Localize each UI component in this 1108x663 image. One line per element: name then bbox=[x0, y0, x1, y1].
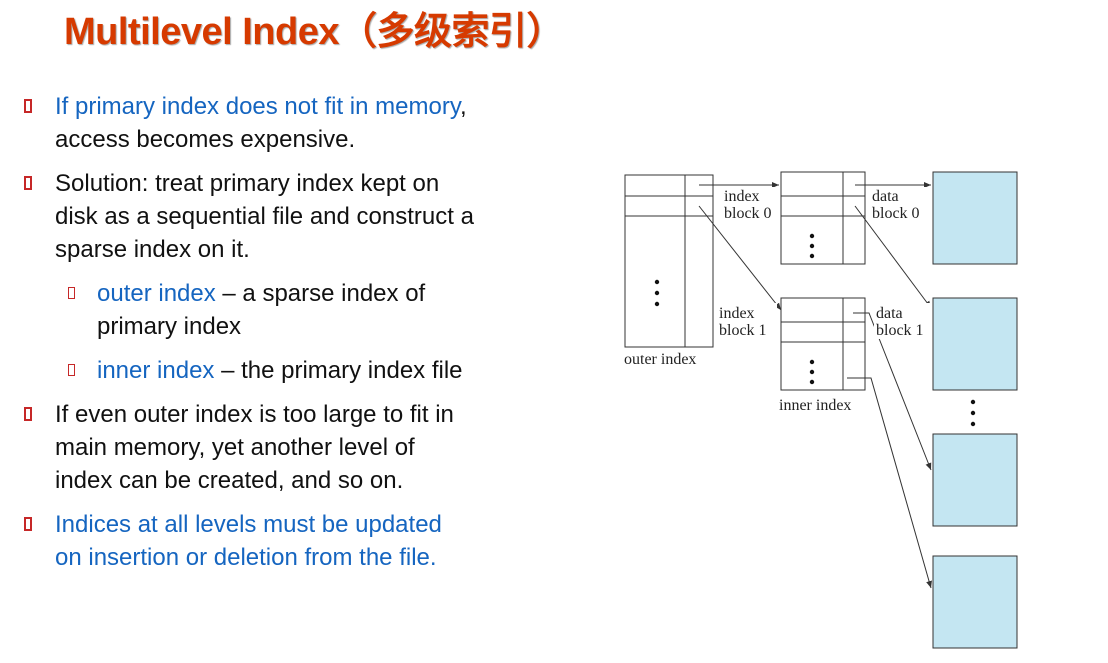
svg-text:index: index bbox=[719, 305, 755, 322]
bullet-text-segment: outer index bbox=[97, 280, 216, 307]
data-blocks bbox=[932, 171, 1018, 649]
bullet-text-segment: Solution: treat primary index kept on bbox=[55, 170, 440, 197]
bullet-text-segment: sparse index on it. bbox=[55, 236, 250, 263]
bullet-line: Solution: treat primary index kept on bbox=[55, 167, 558, 200]
bullet-line: on insertion or deletion from the file. bbox=[55, 541, 558, 574]
outer-index-label: outer index bbox=[624, 351, 696, 368]
bullet-text-segment: on insertion or deletion from the file. bbox=[55, 544, 437, 571]
inner-index-label: inner index bbox=[779, 397, 851, 414]
arrow-block1-to-data-block-1 bbox=[853, 312, 932, 471]
bullet-line: main memory, yet another level of bbox=[55, 431, 558, 464]
sub-bullet-item: outer index – a sparse index of primary i… bbox=[18, 277, 558, 343]
bullet-line: If even outer index is too large to fit … bbox=[55, 398, 558, 431]
data-block-0 bbox=[932, 171, 1018, 265]
index-block-1-label: index block 1 bbox=[717, 303, 777, 339]
index-block-0-label: index block 0 bbox=[722, 187, 778, 223]
outer-index-ellipsis bbox=[654, 279, 660, 307]
bullet-text-segment: If primary index does not fit in memory bbox=[55, 93, 461, 120]
bullet-text-segment: index can be created, and so on. bbox=[55, 467, 404, 494]
bullet-line: If primary index does not fit in memory, bbox=[55, 90, 558, 123]
bullet-text-segment: If even outer index is too large to fit … bbox=[55, 401, 454, 428]
data-block-1 bbox=[932, 297, 1018, 391]
index-block-0-ellipsis bbox=[809, 233, 815, 259]
pointer-arrows bbox=[698, 182, 932, 589]
outer-index-block bbox=[624, 174, 714, 348]
data-block-3 bbox=[932, 555, 1018, 649]
bullet-line: index can be created, and so on. bbox=[55, 464, 558, 497]
data-block-1-label: data block 1 bbox=[874, 303, 932, 339]
bullet-list: If primary index does not fit in memory,… bbox=[18, 90, 558, 585]
bullet-line: sparse index on it. bbox=[55, 233, 558, 266]
data-blocks-ellipsis bbox=[970, 399, 976, 427]
bullet-item: If even outer index is too large to fit … bbox=[18, 398, 558, 497]
svg-text:data: data bbox=[872, 188, 899, 205]
svg-text:block 0: block 0 bbox=[872, 205, 920, 222]
bullet-marker-icon bbox=[24, 517, 32, 531]
sub-bullet-item: inner index – the primary index file bbox=[18, 354, 558, 387]
bullet-text-segment: access becomes expensive. bbox=[55, 126, 356, 153]
index-block-1 bbox=[780, 297, 866, 391]
index-block-0 bbox=[780, 171, 866, 265]
bullet-line: primary index bbox=[97, 310, 558, 343]
bullet-item: Indices at all levels must be updated on … bbox=[18, 508, 558, 574]
bullet-marker-icon bbox=[24, 176, 32, 190]
svg-text:block 1: block 1 bbox=[876, 322, 924, 339]
bullet-text-segment: primary index bbox=[97, 313, 242, 340]
bullet-marker-icon bbox=[68, 287, 75, 299]
data-block-0-label: data block 0 bbox=[870, 187, 930, 223]
svg-text:block 0: block 0 bbox=[724, 205, 772, 222]
svg-text:index: index bbox=[724, 188, 760, 205]
index-block-1-ellipsis bbox=[809, 359, 815, 385]
bullet-text-segment: Indices at all levels must be updated bbox=[55, 511, 442, 538]
bullet-line: inner index – the primary index file bbox=[97, 354, 558, 387]
arrow-block0-to-data-block-1 bbox=[854, 205, 932, 309]
arrow-outer-to-index-block-1 bbox=[698, 205, 782, 311]
arrow-block1-to-data-block-2 bbox=[847, 377, 932, 589]
data-block-2 bbox=[932, 433, 1018, 527]
bullet-text-segment: inner index bbox=[97, 357, 215, 384]
bullet-text-segment: disk as a sequential file and construct … bbox=[55, 203, 474, 230]
bullet-text-segment: main memory, yet another level of bbox=[55, 434, 415, 461]
bullet-item: Solution: treat primary index kept on dis… bbox=[18, 167, 558, 266]
bullet-text-segment: , bbox=[460, 93, 467, 120]
svg-text:block 1: block 1 bbox=[719, 322, 767, 339]
bullet-line: outer index – a sparse index of bbox=[97, 277, 558, 310]
bullet-text-segment: – a sparse index of bbox=[215, 280, 426, 307]
bullet-line: Indices at all levels must be updated bbox=[55, 508, 558, 541]
bullet-item: If primary index does not fit in memory,… bbox=[18, 90, 558, 156]
slide-title: Multilevel Index（多级索引） bbox=[64, 11, 564, 53]
svg-text:data: data bbox=[876, 305, 903, 322]
bullet-marker-icon bbox=[68, 364, 75, 376]
bullet-line: access becomes expensive. bbox=[55, 123, 558, 156]
bullet-text-segment: – the primary index file bbox=[214, 357, 463, 384]
bullet-line: disk as a sequential file and construct … bbox=[55, 200, 558, 233]
bullet-marker-icon bbox=[24, 99, 32, 113]
bullet-marker-icon bbox=[24, 407, 32, 421]
